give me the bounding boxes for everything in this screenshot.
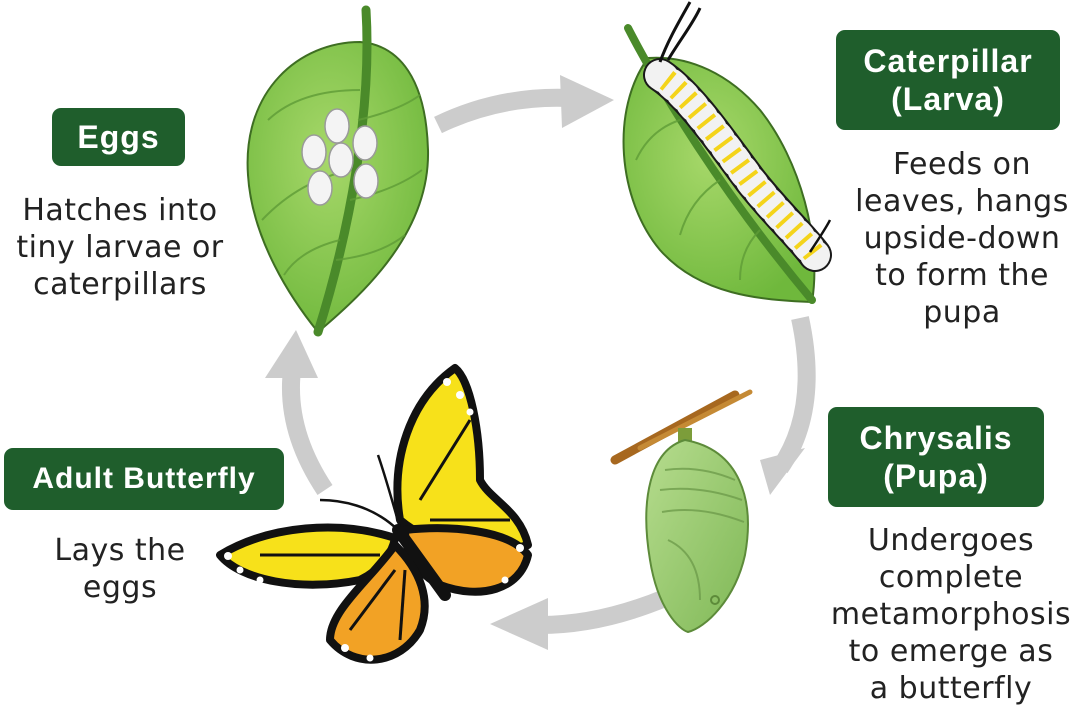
butterfly-icon [220,368,528,662]
eggs-description: Hatches into tiny larvae or caterpillars [10,192,230,303]
caterpillar-label: Caterpillar (Larva) [836,30,1060,130]
caterpillar-on-leaf-icon [624,2,830,302]
adult-butterfly-description: Lays the eggs [30,532,210,606]
adult-butterfly-label: Adult Butterfly [4,448,284,510]
leaf-with-eggs-icon [248,10,428,332]
caterpillar-description: Feeds on leaves, hangs upside-down to fo… [838,146,1086,331]
eggs-label: Eggs [52,108,185,166]
chrysalis-icon [615,392,750,632]
chrysalis-description: Undergoes complete metamorphosis to emer… [820,522,1082,707]
chrysalis-label: Chrysalis (Pupa) [828,407,1044,507]
